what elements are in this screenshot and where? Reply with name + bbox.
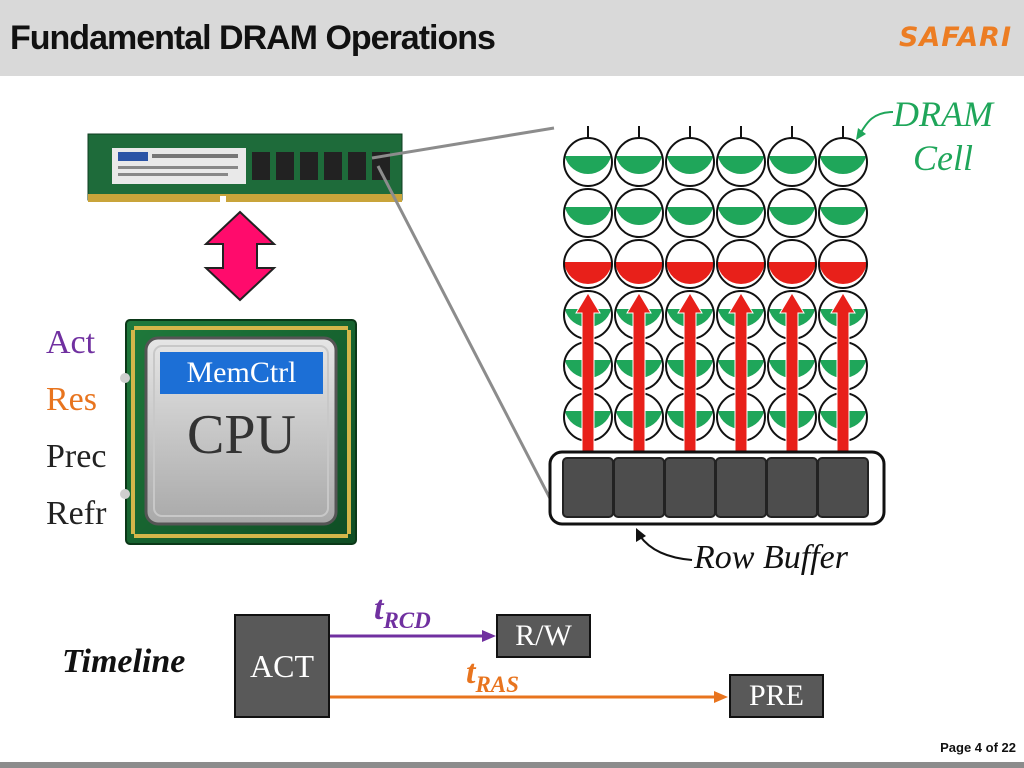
dram-cell xyxy=(665,137,715,187)
dram-cell-label-line2: Cell xyxy=(913,138,973,178)
memctrl-label: MemCtrl xyxy=(160,352,323,394)
dram-cell xyxy=(767,137,817,187)
row-buffer-pointer xyxy=(639,535,693,561)
dram-cell xyxy=(716,239,766,289)
dram-cell-label: DRAM Cell xyxy=(893,92,993,180)
dram-cell xyxy=(563,137,613,187)
zoom-line-bottom xyxy=(376,165,558,511)
dram-cell xyxy=(614,188,664,238)
dram-cell-pointer xyxy=(859,111,894,135)
dram-cell xyxy=(614,137,664,187)
header-bar: Fundamental DRAM Operations SAFARI xyxy=(0,0,1024,76)
operation-precharge: Prec xyxy=(46,438,107,475)
operation-restore: Res xyxy=(46,381,97,418)
footer-bar xyxy=(0,762,1024,768)
dram-cell-label-line1: DRAM xyxy=(893,94,993,134)
double-arrow-icon xyxy=(203,210,277,302)
tras-label: tRAS xyxy=(466,654,519,698)
row-buffer xyxy=(548,450,886,526)
trcd-label: tRCD xyxy=(374,590,431,634)
dram-cell xyxy=(716,188,766,238)
dram-cell xyxy=(614,239,664,289)
dram-cell xyxy=(818,188,868,238)
act-command-box: ACT xyxy=(234,614,330,718)
dram-cell xyxy=(767,239,817,289)
dram-cell xyxy=(767,188,817,238)
dram-cell xyxy=(563,239,613,289)
timeline-label: Timeline xyxy=(62,643,186,680)
dram-cell-array xyxy=(563,126,868,453)
dram-cell xyxy=(665,239,715,289)
slide-title: Fundamental DRAM Operations xyxy=(10,19,496,57)
operation-refresh: Refr xyxy=(46,495,107,532)
safari-logo: SAFARI xyxy=(898,22,1012,53)
rw-command-box: R/W xyxy=(496,614,591,658)
dram-cell xyxy=(716,137,766,187)
dram-cell xyxy=(818,137,868,187)
cpu-label: CPU xyxy=(187,404,296,466)
row-buffer-label: Row Buffer xyxy=(694,539,848,576)
dram-cell xyxy=(665,188,715,238)
pre-command-box: PRE xyxy=(729,674,824,718)
operation-activate: Act xyxy=(46,324,96,361)
dram-cell xyxy=(563,188,613,238)
operations-list: Act Res Prec Refr xyxy=(46,314,132,544)
dram-module-image xyxy=(87,133,403,202)
dram-cell xyxy=(818,239,868,289)
zoom-line-top xyxy=(371,126,555,160)
page-number: Page 4 of 22 xyxy=(940,740,1016,755)
